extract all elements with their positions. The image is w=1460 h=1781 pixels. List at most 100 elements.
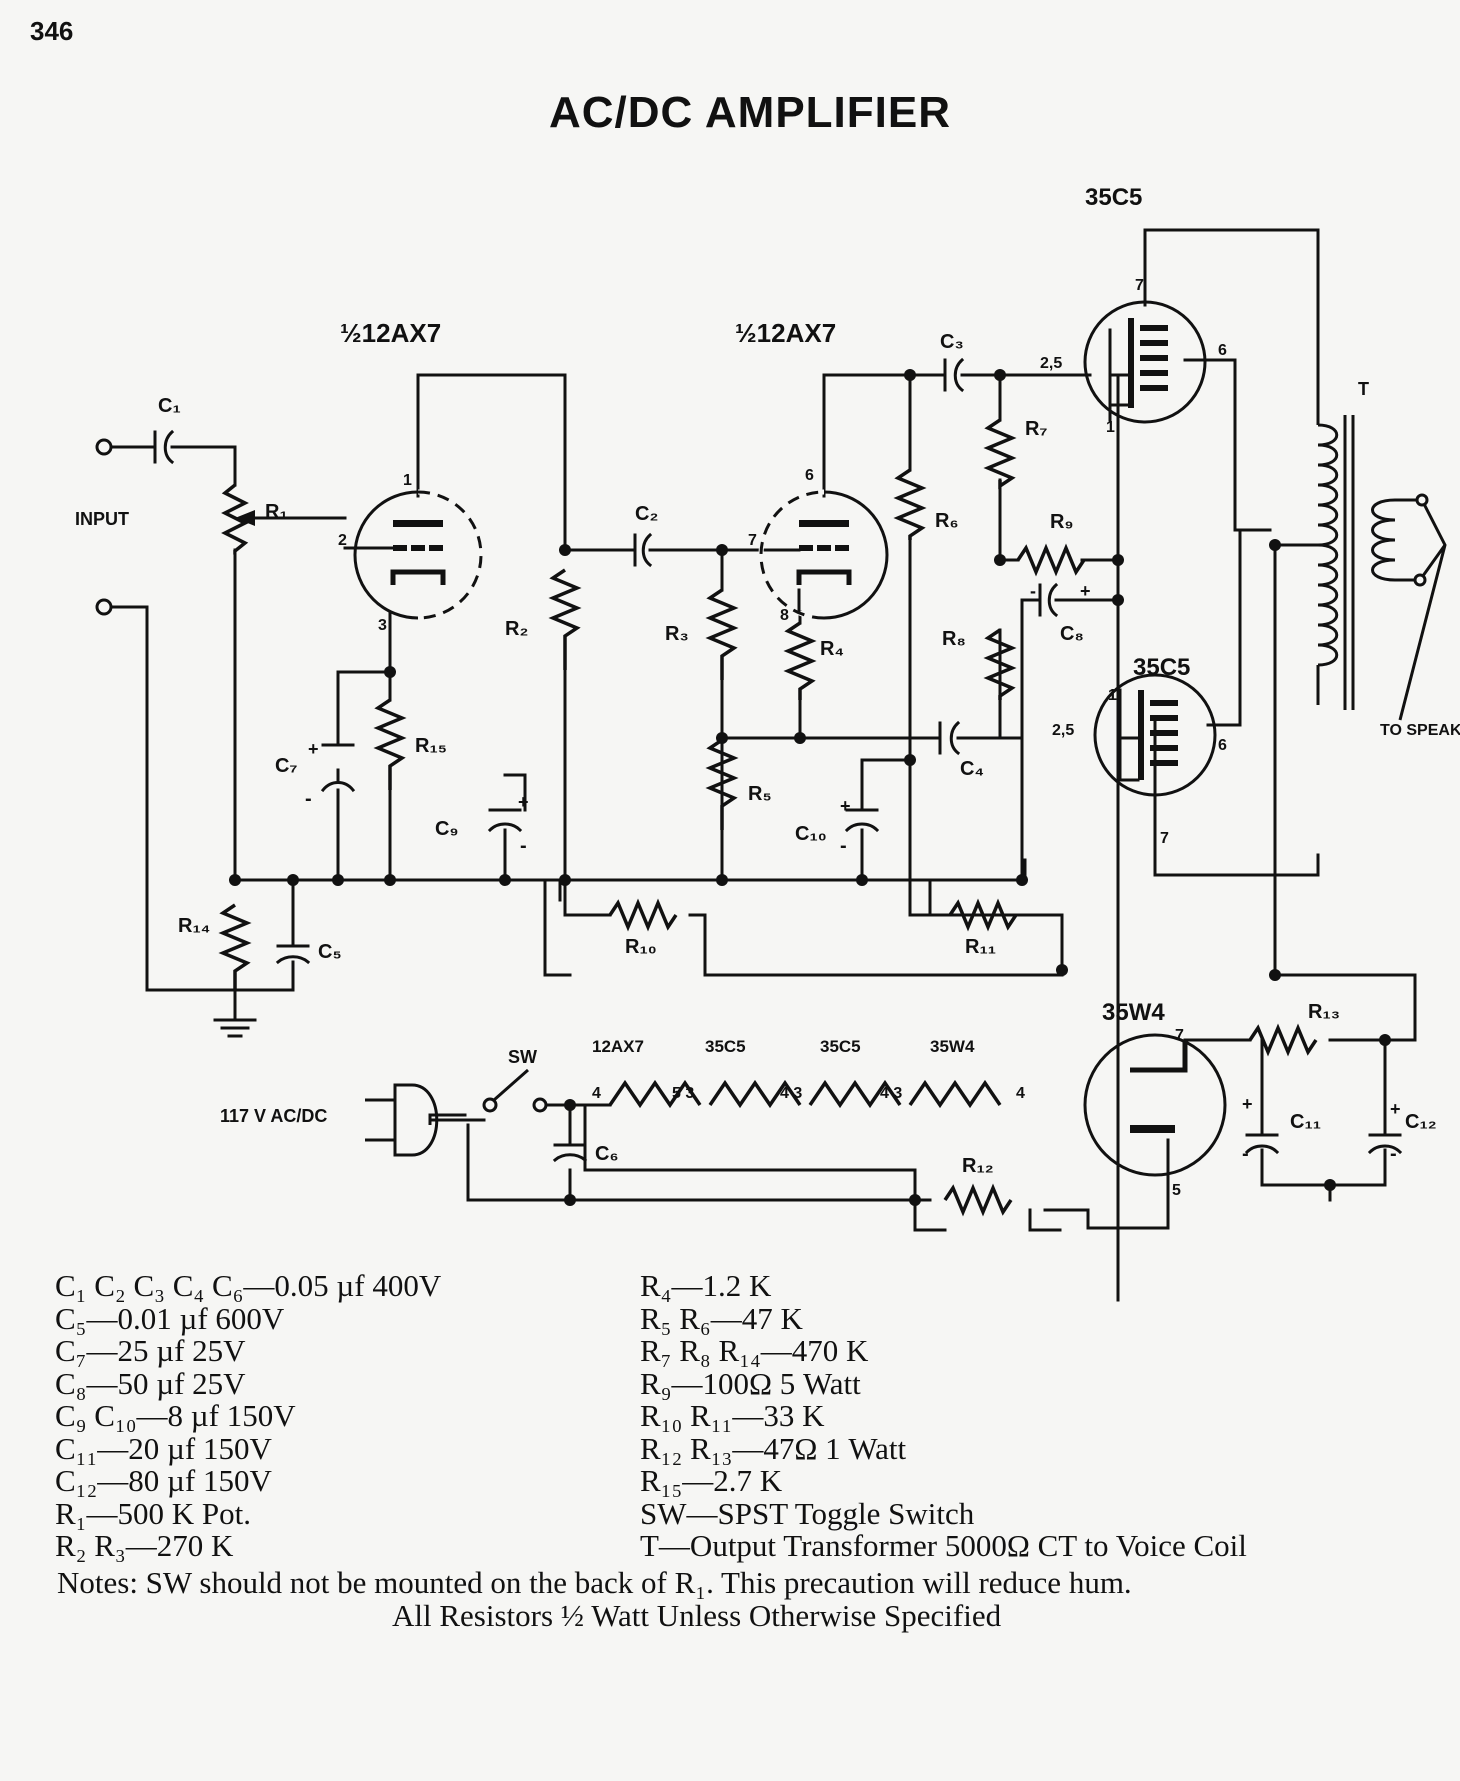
svg-text:+: + bbox=[1390, 1099, 1401, 1119]
parts-item: T—Output Transformer 5000Ω CT to Voice C… bbox=[640, 1528, 1247, 1563]
c5-capacitor bbox=[233, 944, 311, 992]
output-transformer bbox=[1275, 360, 1447, 721]
r10-resistor bbox=[608, 898, 678, 932]
r10-label: R₁₀ bbox=[625, 936, 657, 958]
r7-label: R₇ bbox=[1025, 418, 1047, 440]
c10-label: C₁₀ bbox=[795, 823, 827, 845]
tube3-label: 35C5 bbox=[1085, 184, 1142, 211]
r15-label: R₁₅ bbox=[415, 735, 447, 757]
svg-text:6: 6 bbox=[1218, 737, 1227, 754]
component-labels: INPUT ½12AX7 ½12AX7 35C5 35C5 35W4 T TO … bbox=[75, 184, 1460, 1177]
tube1-label: ½12AX7 bbox=[340, 318, 441, 348]
svg-text:8: 8 bbox=[780, 607, 789, 624]
r1-resistor bbox=[221, 483, 249, 555]
terminals bbox=[95, 438, 113, 616]
parts-item: R₁—500 K Pot. bbox=[55, 1495, 251, 1531]
r14-label: R₁₄ bbox=[178, 915, 210, 937]
parts-item: R₄—1.2 K bbox=[640, 1268, 772, 1303]
parts-item: R₇ R₈ R₁₄—470 K bbox=[640, 1333, 869, 1368]
svg-text:4 3: 4 3 bbox=[880, 1085, 902, 1102]
c12-label: C₁₂ bbox=[1405, 1111, 1437, 1133]
parts-item: SW—SPST Toggle Switch bbox=[640, 1495, 975, 1531]
parts-item: R₅ R₆—47 K bbox=[640, 1300, 803, 1336]
polarity-marks: +- +- +- -+ +- +- bbox=[305, 581, 1401, 1165]
c4-label: C₄ bbox=[960, 758, 984, 780]
heater-12ax7 bbox=[608, 1079, 702, 1109]
c6-label: C₆ bbox=[595, 1143, 619, 1165]
r11-label: R₁₁ bbox=[965, 936, 996, 958]
page-title: AC/DC AMPLIFIER bbox=[548, 88, 952, 137]
c1-capacitor bbox=[153, 429, 175, 465]
svg-text:2: 2 bbox=[338, 532, 347, 549]
junction-dots bbox=[229, 369, 1391, 1206]
c11-label: C₁₁ bbox=[1290, 1111, 1321, 1133]
c2-capacitor bbox=[633, 532, 653, 568]
c4-capacitor bbox=[938, 720, 961, 756]
tube-3-35c5 bbox=[1083, 300, 1207, 424]
c6-capacitor bbox=[552, 1143, 588, 1163]
heater2-label: 35C5 bbox=[705, 1037, 746, 1056]
parts-item: C₉ C₁₀—8 µf 150V bbox=[55, 1398, 296, 1433]
svg-text:6: 6 bbox=[1218, 342, 1227, 359]
tube4-label: 35C5 bbox=[1133, 654, 1190, 681]
svg-text:1: 1 bbox=[1108, 687, 1117, 704]
r11-resistor bbox=[948, 898, 1018, 932]
c9-capacitor bbox=[487, 808, 523, 862]
parts-item: C₁ C₂ C₃ C₄ C₆—0.05 µf 400V bbox=[55, 1268, 442, 1303]
svg-text:+: + bbox=[308, 739, 319, 759]
r8-label: R₈ bbox=[942, 628, 966, 650]
r1-wiper-arrow bbox=[235, 510, 255, 526]
power-label: 117 V AC/DC bbox=[220, 1106, 327, 1126]
parts-item: R₁₂ R₁₃—47Ω 1 Watt bbox=[640, 1430, 907, 1466]
svg-text:-: - bbox=[305, 788, 312, 810]
c8-label: C₈ bbox=[1060, 623, 1084, 645]
svg-text:-: - bbox=[1390, 1143, 1397, 1165]
c1-label: C₁ bbox=[158, 395, 181, 417]
c2-label: C₂ bbox=[635, 503, 658, 525]
r4-resistor bbox=[783, 621, 817, 700]
tube2-label: ½12AX7 bbox=[735, 318, 836, 348]
c9-label: C₉ bbox=[435, 818, 458, 840]
c10-capacitor bbox=[844, 808, 880, 862]
r9-label: R₉ bbox=[1050, 511, 1073, 533]
r2-label: R₂ bbox=[505, 618, 528, 640]
svg-text:-: - bbox=[1030, 581, 1036, 601]
parts-item: R₂ R₃—270 K bbox=[55, 1528, 234, 1563]
sw-toggle-switch bbox=[482, 1068, 548, 1113]
parts-item: C₁₁—20 µf 150V bbox=[55, 1430, 272, 1466]
speaker-label: TO SPEAKER bbox=[1380, 722, 1460, 739]
r13-resistor bbox=[1248, 1023, 1318, 1057]
r6-resistor bbox=[893, 468, 927, 540]
svg-text:7: 7 bbox=[1160, 830, 1169, 847]
tube-5-35w4 bbox=[1083, 1033, 1227, 1177]
svg-text:7: 7 bbox=[1175, 1027, 1184, 1044]
tube-4-35c5 bbox=[1093, 673, 1217, 797]
heater3-label: 35C5 bbox=[820, 1037, 861, 1056]
svg-text:-: - bbox=[520, 835, 527, 857]
wires bbox=[110, 228, 1417, 1302]
notes-resistor-rating: All Resistors ½ Watt Unless Otherwise Sp… bbox=[392, 1598, 1002, 1633]
svg-text:6: 6 bbox=[805, 467, 814, 484]
ground-symbol bbox=[213, 1001, 257, 1038]
c7-label: C₇ bbox=[275, 755, 297, 777]
sw-label: SW bbox=[508, 1047, 537, 1067]
r8-resistor bbox=[983, 628, 1017, 700]
parts-list-left: C₁ C₂ C₃ C₄ C₆—0.05 µf 400V C₅—0.01 µf 6… bbox=[55, 1268, 442, 1563]
r3-resistor bbox=[705, 588, 739, 680]
r13-label: R₁₃ bbox=[1308, 1001, 1340, 1023]
c7-capacitor bbox=[320, 743, 356, 793]
tube-1-12ax7 bbox=[343, 489, 484, 621]
c5-label: C₅ bbox=[318, 941, 342, 963]
r2-resistor bbox=[548, 568, 582, 670]
parts-item: C₇—25 µf 25V bbox=[55, 1333, 246, 1368]
notes: Notes: SW should not be mounted on the b… bbox=[57, 1565, 1132, 1600]
r12-resistor bbox=[943, 1183, 1013, 1217]
parts-list-right: R₄—1.2 K R₅ R₆—47 K R₇ R₈ R₁₄—470 K R₉—1… bbox=[640, 1268, 1247, 1563]
r3-label: R₃ bbox=[665, 623, 689, 645]
heater-35w4 bbox=[908, 1079, 1002, 1109]
transformer-label: T bbox=[1358, 379, 1369, 399]
c8-capacitor bbox=[1038, 582, 1059, 618]
parts-item: C₅—0.01 µf 600V bbox=[55, 1300, 285, 1336]
parts-item: R₁₀ R₁₁—33 K bbox=[640, 1398, 825, 1433]
